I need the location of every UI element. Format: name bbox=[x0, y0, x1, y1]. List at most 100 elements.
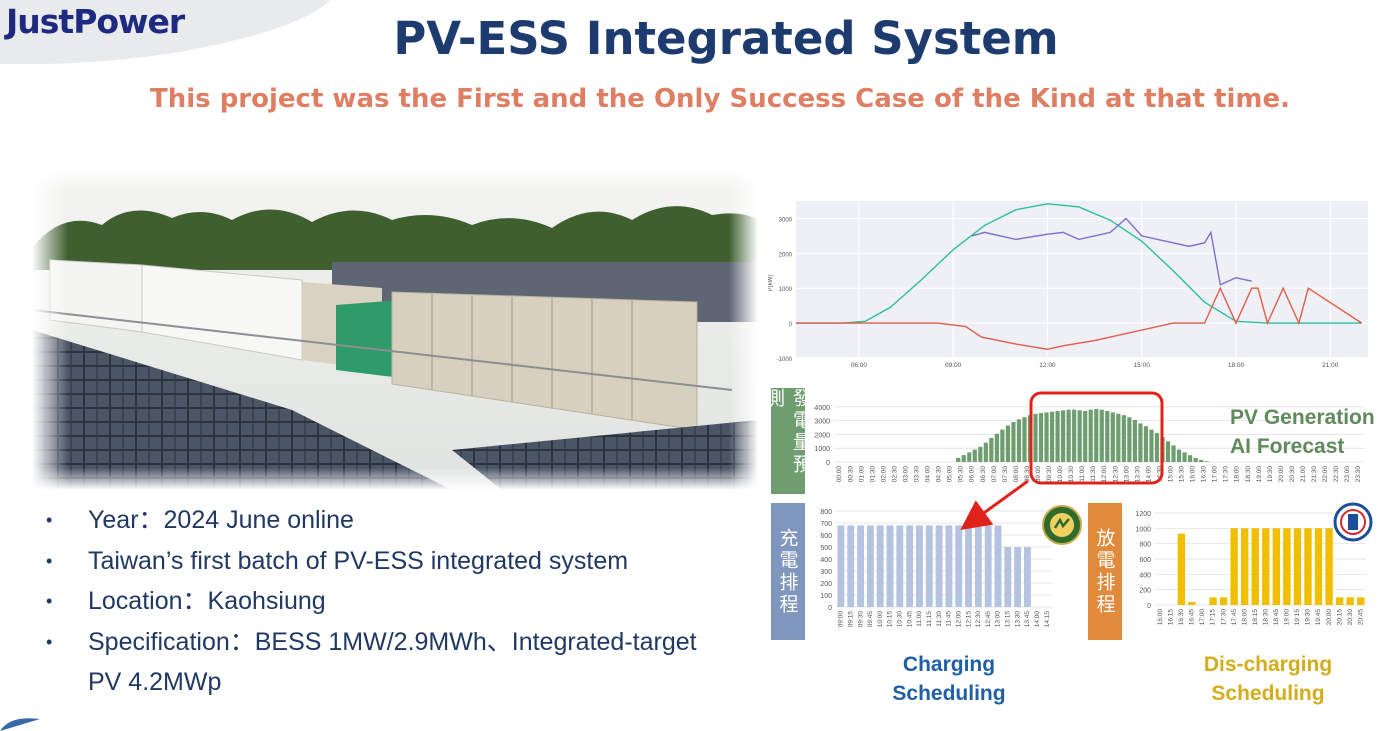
bar bbox=[1251, 528, 1259, 605]
bar bbox=[965, 525, 972, 607]
x-tick-label: 17:30 bbox=[1223, 466, 1230, 483]
charging-label: 充電排程 bbox=[771, 503, 805, 640]
bar bbox=[916, 525, 923, 607]
list-item: •Location：Kaohsiung bbox=[44, 581, 704, 622]
list-item: •Taiwan’s first batch of PV-ESS integrat… bbox=[44, 541, 704, 582]
x-tick-label: 19:45 bbox=[1315, 609, 1322, 626]
bar bbox=[983, 442, 988, 462]
x-tick-label: 09:15 bbox=[847, 611, 854, 628]
bar bbox=[1061, 410, 1066, 462]
x-tick-label: 09:00 bbox=[945, 362, 962, 369]
y-tick-label: 3000 bbox=[814, 419, 830, 426]
y-tick-label: 0 bbox=[826, 460, 830, 467]
bar bbox=[1121, 415, 1126, 462]
bar bbox=[1038, 413, 1044, 462]
x-tick-label: 16:00 bbox=[1190, 466, 1197, 483]
bullet-text: Location：Kaohsiung bbox=[88, 587, 326, 615]
x-tick-label: 11:00 bbox=[1079, 466, 1086, 482]
bar bbox=[956, 457, 961, 462]
x-tick-label: 19:00 bbox=[1256, 466, 1263, 483]
bar bbox=[1219, 597, 1228, 605]
discharging-caption-line1: Dis-charging bbox=[1203, 653, 1333, 676]
x-tick-label: 11:15 bbox=[926, 611, 933, 627]
bar bbox=[1182, 452, 1187, 462]
bar bbox=[1044, 412, 1049, 462]
x-tick-label: 11:30 bbox=[1090, 466, 1097, 482]
utility-emblem-icon bbox=[1042, 505, 1082, 545]
bar bbox=[955, 525, 963, 607]
series-line-1 bbox=[971, 217, 1252, 286]
bar bbox=[1335, 597, 1344, 605]
x-tick-label: 12:30 bbox=[975, 611, 982, 628]
series-line-2 bbox=[796, 286, 1363, 350]
y-tick-label: 2000 bbox=[814, 432, 830, 439]
bar bbox=[1314, 528, 1323, 605]
x-tick-label: 07:00 bbox=[991, 466, 998, 483]
peak-highlight-box bbox=[1029, 391, 1164, 485]
y-tick-label: 500 bbox=[820, 545, 832, 552]
x-tick-label: 15:00 bbox=[1134, 362, 1151, 369]
x-tick-label: 18:30 bbox=[1245, 466, 1252, 483]
x-tick-label: 06:00 bbox=[969, 466, 976, 483]
bar bbox=[1193, 457, 1198, 462]
bullet-text: Specification：BESS 1MW/2.9MWh、Integrated… bbox=[88, 627, 697, 697]
bar bbox=[961, 455, 966, 462]
bar bbox=[876, 525, 884, 607]
y-tick-label: 1000 bbox=[779, 287, 793, 293]
x-tick-label: 20:00 bbox=[1278, 466, 1285, 483]
y-tick-label: 800 bbox=[1139, 542, 1151, 549]
bullet-icon: • bbox=[46, 631, 53, 652]
x-tick-label: 10:15 bbox=[887, 611, 894, 628]
x-tick-label: 01:00 bbox=[858, 466, 865, 483]
x-tick-label: 11:30 bbox=[936, 611, 943, 627]
x-tick-label: 09:45 bbox=[867, 611, 874, 628]
x-tick-label: 22:30 bbox=[1333, 466, 1340, 483]
y-tick-label: 0 bbox=[1147, 603, 1151, 610]
bar bbox=[1304, 528, 1312, 605]
x-tick-label: 00:00 bbox=[836, 466, 843, 483]
bar bbox=[1055, 411, 1060, 462]
bar bbox=[967, 452, 972, 462]
x-tick-label: 04:00 bbox=[925, 466, 932, 483]
x-tick-label: 09:00 bbox=[1035, 466, 1042, 483]
bar bbox=[1357, 597, 1365, 605]
x-tick-label: 09:30 bbox=[857, 611, 864, 628]
discharging-caption-line2: Scheduling bbox=[1211, 682, 1325, 705]
x-tick-label: 17:30 bbox=[1220, 609, 1227, 626]
x-tick-label: 13:00 bbox=[995, 611, 1002, 628]
y-tick-label: 600 bbox=[1139, 557, 1151, 564]
x-tick-label: 08:00 bbox=[1013, 466, 1020, 483]
bar bbox=[906, 525, 914, 607]
y-tick-label: 400 bbox=[820, 557, 832, 564]
charging-caption-line2: Scheduling bbox=[892, 682, 1006, 705]
x-tick-label: 21:00 bbox=[1322, 362, 1339, 369]
bar bbox=[1165, 441, 1171, 462]
x-tick-label: 19:15 bbox=[1294, 609, 1301, 626]
bar bbox=[1033, 413, 1038, 462]
bar bbox=[1262, 528, 1270, 605]
x-tick-label: 06:00 bbox=[851, 362, 868, 369]
x-tick-label: 07:30 bbox=[1002, 466, 1009, 483]
x-tick-label: 13:30 bbox=[1014, 611, 1021, 628]
forecast-label: 發電量預測 bbox=[763, 388, 812, 494]
x-tick-label: 20:45 bbox=[1357, 609, 1364, 626]
x-tick-label: 05:30 bbox=[958, 466, 965, 483]
x-tick-label: 03:30 bbox=[914, 466, 921, 483]
y-tick-label: 1200 bbox=[1135, 511, 1151, 518]
y-tick-label: -1000 bbox=[777, 357, 793, 363]
y-tick-label: 2000 bbox=[779, 252, 793, 258]
page-title: PV-ESS Integrated System bbox=[393, 12, 1059, 65]
list-item: • Specification：BESS 1MW/2.9MWh、Integrate… bbox=[44, 622, 704, 703]
x-tick-label: 04:30 bbox=[936, 466, 943, 483]
x-tick-label: 15:30 bbox=[1179, 466, 1186, 483]
bar bbox=[994, 433, 999, 462]
bar bbox=[989, 437, 994, 462]
y-tick-label: 4000 bbox=[814, 405, 830, 412]
x-tick-label: 14:30 bbox=[1156, 466, 1163, 483]
x-tick-label: 16:30 bbox=[1178, 609, 1185, 626]
pv-caption-line1: PV Generation bbox=[1230, 406, 1375, 429]
x-tick-label: 17:00 bbox=[1199, 609, 1206, 626]
x-tick-label: 06:30 bbox=[980, 466, 987, 483]
